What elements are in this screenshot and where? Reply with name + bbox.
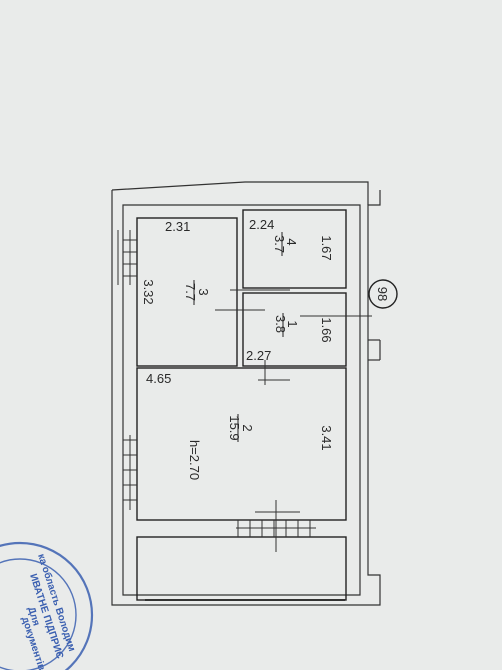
room-2-number: 2 [240, 424, 255, 431]
room-3-width: 2.31 [165, 219, 190, 234]
room-walls [136, 209, 347, 601]
outer-walls [111, 181, 381, 606]
building-number-marker: 98 [368, 279, 398, 309]
room-3-outline [136, 217, 238, 367]
room-3-area: 7.7 [183, 283, 198, 301]
room-2-depth: 3.41 [319, 425, 334, 450]
ceiling-height: h=2.70 [187, 440, 202, 480]
room-4-outline [242, 209, 347, 289]
room-1-area: 3.8 [273, 315, 288, 333]
room-1-number: 1 [285, 320, 300, 327]
room-1-outline [242, 292, 347, 367]
balcony-outline [136, 536, 347, 601]
building-number: 98 [375, 287, 390, 301]
room-1-width: 2.27 [246, 348, 271, 363]
room-3-number: 3 [196, 288, 211, 295]
room-4-depth: 1.67 [319, 235, 334, 260]
room-4-number: 4 [284, 238, 299, 245]
room-1-depth: 1.66 [319, 317, 334, 342]
room-2-width: 4.65 [146, 371, 171, 386]
room-2-outline [136, 367, 347, 521]
room-4-area: 3.7 [272, 235, 287, 253]
window-marks [117, 230, 345, 601]
room-2-area: 15.9 [227, 415, 242, 440]
section-lines [215, 289, 372, 552]
room-4-width: 2.24 [249, 217, 274, 232]
stamp-seal: ка область Володим ИВАТНЕ ПІДПРИЄ Для до… [0, 541, 94, 670]
room-3-depth: 3.32 [141, 279, 156, 304]
